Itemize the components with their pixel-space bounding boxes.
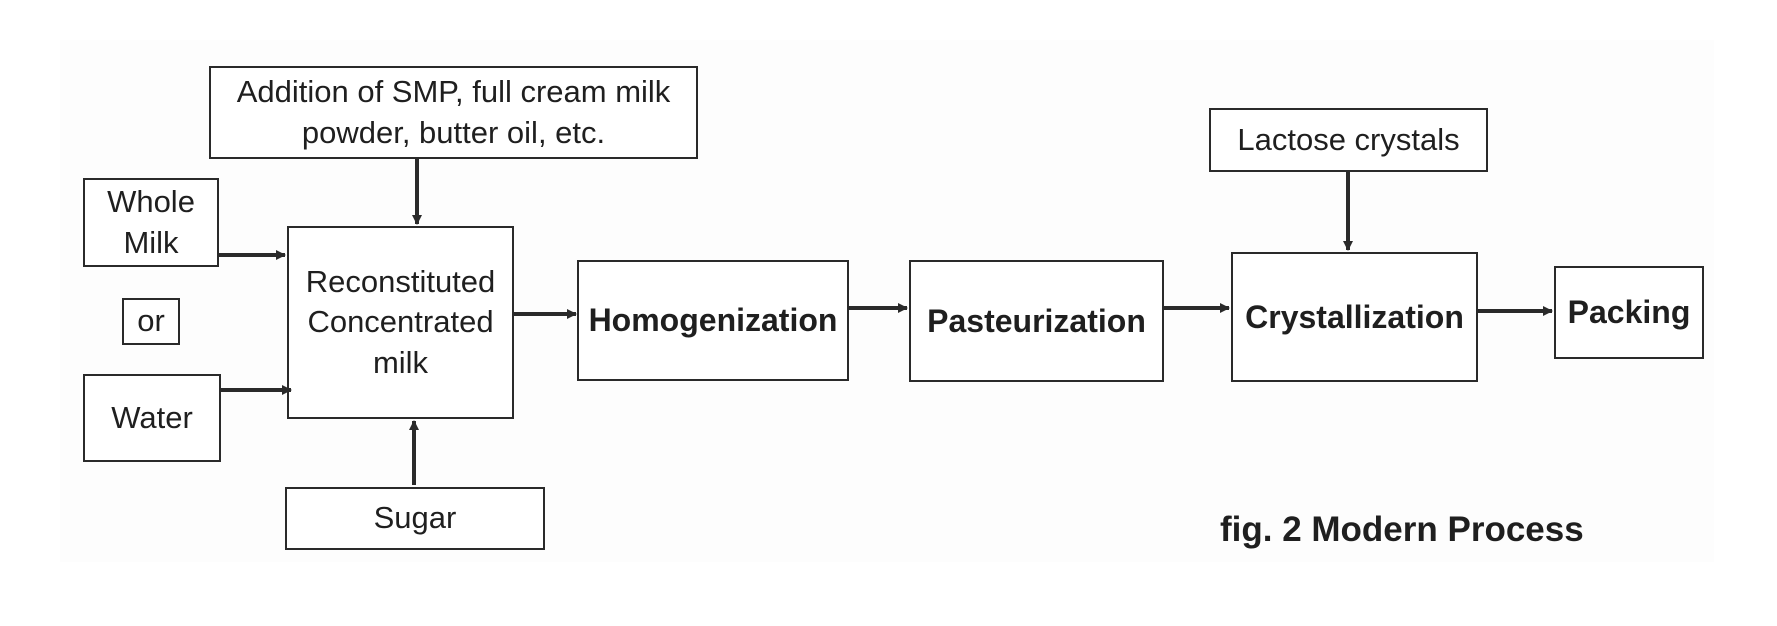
reconstituted-milk-box: Reconstituted Concentrated milk (287, 226, 514, 419)
crystallization-box: Crystallization (1231, 252, 1478, 382)
sugar-box: Sugar (285, 487, 545, 550)
reconstituted-milk-label: Reconstituted Concentrated milk (305, 264, 496, 380)
additives-box: Addition of SMP, full cream milk powder,… (209, 66, 698, 159)
water-box: Water (83, 374, 221, 462)
water-label: Water (111, 399, 193, 435)
sugar-label: Sugar (373, 500, 457, 536)
or-box: or (122, 298, 180, 345)
or-label: or (137, 303, 165, 339)
homogenization-label: Homogenization (588, 302, 838, 339)
pasteurization-label: Pasteurization (927, 302, 1146, 339)
figure-caption: fig. 2 Modern Process (1220, 510, 1584, 549)
packing-box: Packing (1554, 266, 1704, 359)
additives-label: Addition of SMP, full cream milk powder,… (236, 74, 671, 150)
lactose-crystals-label: Lactose crystals (1237, 121, 1460, 157)
whole-milk-box: Whole Milk (83, 178, 219, 267)
homogenization-box: Homogenization (577, 260, 849, 381)
whole-milk-label: Whole Milk (107, 184, 195, 260)
lactose-crystals-box: Lactose crystals (1209, 108, 1488, 172)
packing-label: Packing (1567, 294, 1691, 331)
pasteurization-box: Pasteurization (909, 260, 1164, 382)
crystallization-label: Crystallization (1245, 298, 1464, 335)
